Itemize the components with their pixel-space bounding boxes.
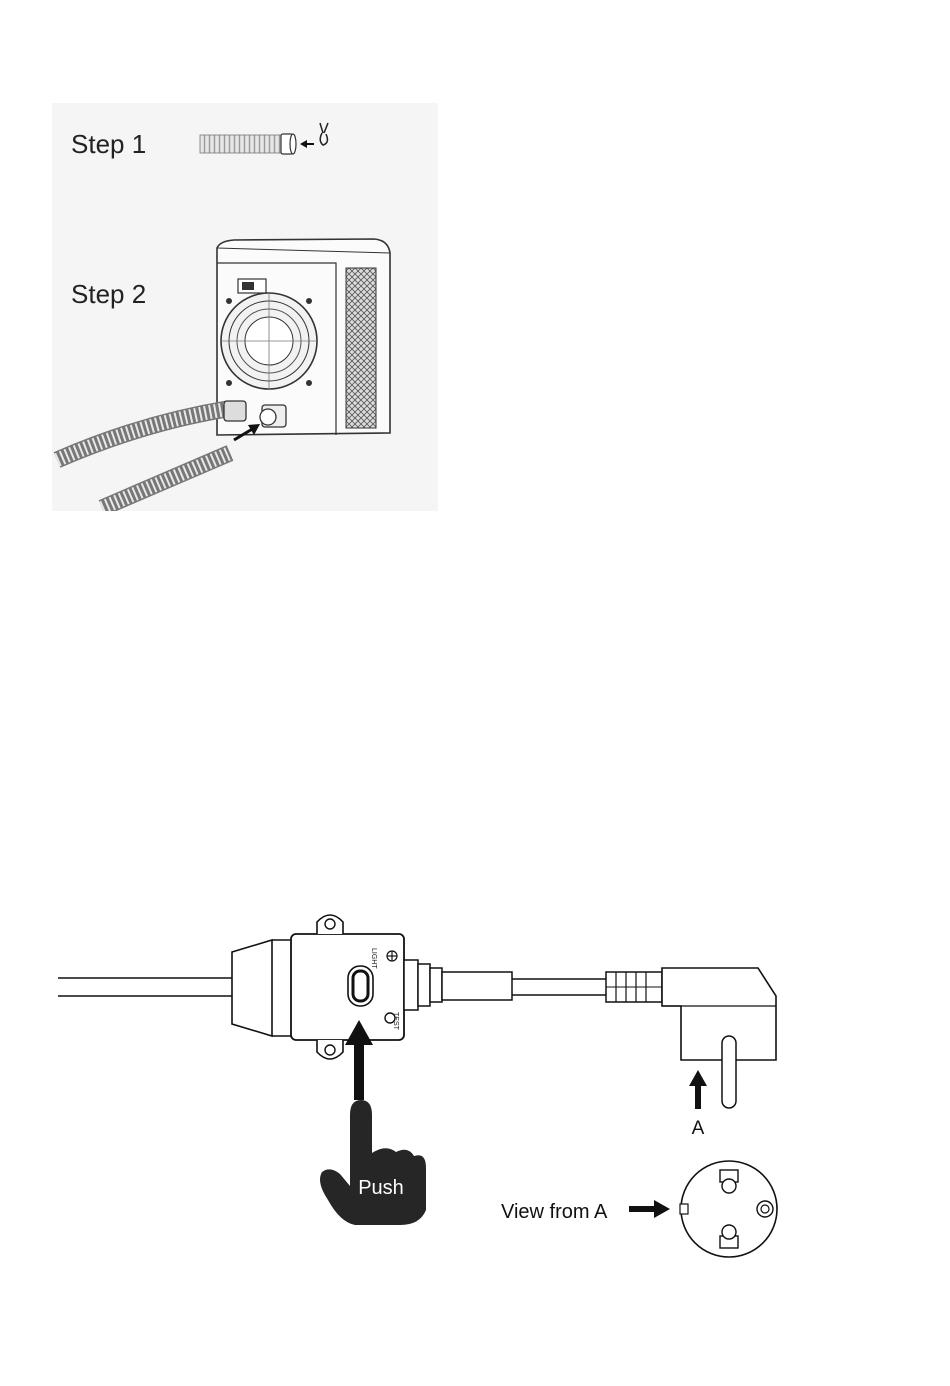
hose-connection-figure: Step 1 Step 2 bbox=[52, 103, 438, 511]
push-label: Push bbox=[358, 1177, 404, 1199]
power-cable-right bbox=[512, 979, 606, 995]
schuko-plug bbox=[606, 968, 776, 1108]
clamp-arrow-icon bbox=[300, 140, 314, 148]
view-from-a-label: View from A bbox=[501, 1201, 608, 1223]
cable-strain-relief bbox=[232, 940, 294, 1036]
step-2-label: Step 2 bbox=[71, 279, 146, 310]
view-a-arrow-icon bbox=[689, 1070, 707, 1109]
hose-clamp-icon bbox=[320, 123, 328, 145]
power-cable-left bbox=[58, 978, 232, 996]
rcd-indicator-light bbox=[348, 966, 373, 1006]
pointing-hand-icon bbox=[320, 1100, 426, 1225]
light-label: LIGHT bbox=[370, 948, 377, 969]
step-1-label: Step 1 bbox=[71, 129, 146, 160]
earth-symbol-icon bbox=[387, 951, 397, 961]
point-a-label: A bbox=[692, 1118, 705, 1139]
rcd-plug-figure: LIGHT TEST A P bbox=[0, 900, 950, 1260]
plug-face-view bbox=[680, 1161, 777, 1257]
step-1-hose bbox=[200, 134, 296, 154]
cable-collar bbox=[404, 960, 512, 1010]
test-button[interactable] bbox=[385, 1013, 395, 1023]
view-from-a-arrow-icon bbox=[629, 1200, 670, 1218]
